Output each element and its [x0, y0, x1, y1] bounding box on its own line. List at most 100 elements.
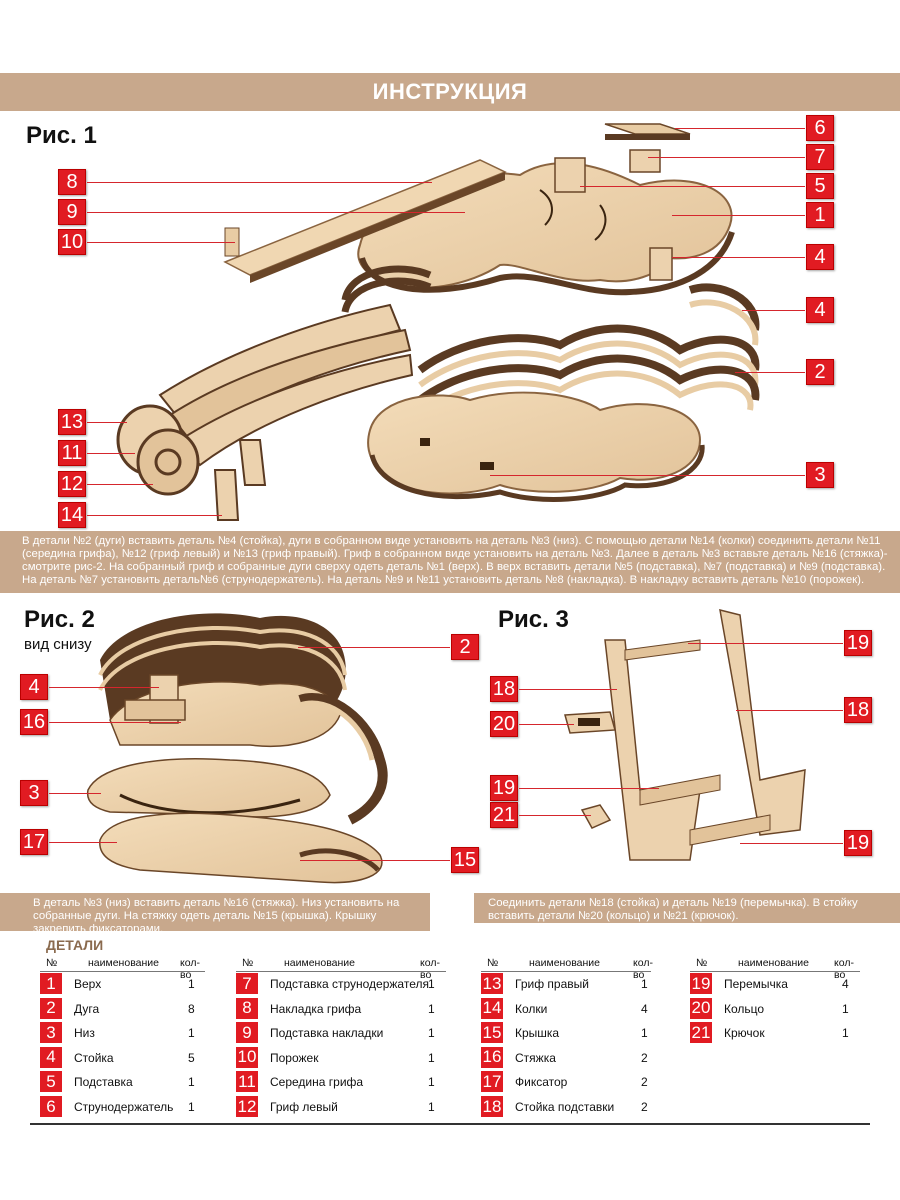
- part-name: Кольцо: [724, 1001, 765, 1016]
- leader-line: [87, 242, 235, 243]
- callout-part-3: 3: [806, 462, 834, 488]
- parts-header: № наименование кол-во: [690, 955, 860, 981]
- part-name: Накладка грифа: [270, 1001, 362, 1016]
- part-number-badge: 1: [40, 973, 62, 994]
- leader-line: [87, 422, 127, 423]
- part-name: Перемычка: [724, 977, 788, 991]
- leader-line: [49, 793, 101, 794]
- parts-header-rule: [40, 971, 205, 972]
- part-number-badge: 5: [40, 1071, 62, 1093]
- parts-row: 1 Верх 1: [40, 973, 205, 995]
- callout-part-11: 11: [58, 440, 86, 466]
- leader-line: [519, 815, 591, 816]
- fingerboard-part: [223, 159, 507, 283]
- parts-header-name: наименование: [738, 957, 810, 969]
- leader-line: [87, 453, 135, 454]
- leader-line: [519, 788, 659, 789]
- part-name: Стяжка: [515, 1050, 556, 1065]
- post-part: [649, 247, 673, 281]
- neck-assembly: [116, 303, 414, 521]
- part-quantity: 1: [428, 1050, 435, 1065]
- bridge-support-part: [629, 149, 661, 173]
- part-name: Порожек: [270, 1050, 319, 1065]
- leader-line: [87, 484, 153, 485]
- parts-header: № наименование кол-во: [236, 955, 446, 981]
- part-quantity: 1: [188, 977, 195, 991]
- part-number-badge: 2: [40, 997, 62, 1019]
- parts-header-qty: кол-во: [834, 957, 854, 981]
- part-quantity: 2: [641, 1100, 648, 1114]
- part-number-badge: 13: [481, 973, 503, 994]
- parts-header-qty: кол-во: [633, 957, 653, 981]
- parts-header-num: №: [487, 957, 499, 969]
- figure-2-label: Рис. 2: [24, 606, 95, 633]
- figure-3-description: Соединить детали №18 (стойка) и деталь №…: [474, 893, 900, 923]
- callout-part-4b: 4: [806, 297, 834, 323]
- callout-part-6: 6: [806, 115, 834, 141]
- parts-header-num: №: [46, 957, 58, 969]
- leader-line: [49, 842, 117, 843]
- callout-part-19c: 19: [844, 830, 872, 856]
- leader-line: [648, 157, 805, 158]
- parts-header-num: №: [696, 957, 708, 969]
- callout-part-18: 18: [490, 676, 518, 702]
- leader-line: [300, 860, 450, 861]
- underside-assembly: [86, 613, 388, 884]
- part-name: Верх: [74, 977, 102, 991]
- leader-line: [735, 372, 805, 373]
- leader-line: [672, 215, 805, 216]
- part-name: Подставка: [74, 1075, 133, 1090]
- leader-line: [49, 687, 159, 688]
- part-number-badge: 17: [481, 1071, 503, 1093]
- part-number-badge: 20: [690, 997, 712, 1019]
- part-number-badge: 21: [690, 1022, 712, 1044]
- figure-3-label: Рис. 3: [498, 606, 569, 633]
- parts-header-rule: [236, 971, 446, 972]
- parts-title: ДЕТАЛИ: [46, 937, 104, 953]
- part-name: Стойка: [74, 1050, 114, 1065]
- leader-line: [736, 710, 843, 711]
- callout-part-9: 9: [58, 199, 86, 225]
- callout-part-19b: 19: [490, 775, 518, 801]
- part-quantity: 8: [188, 1001, 195, 1016]
- part-quantity: 1: [188, 1100, 195, 1114]
- part-quantity: 1: [428, 1001, 435, 1016]
- part-quantity: 1: [428, 1100, 435, 1114]
- part-name: Дуга: [74, 1001, 100, 1016]
- part-number-badge: 12: [236, 1096, 258, 1117]
- parts-header-qty: кол-во: [420, 957, 440, 981]
- part-quantity: 1: [188, 1075, 195, 1090]
- part-number-badge: 18: [481, 1096, 503, 1117]
- tailpiece-part: [604, 123, 691, 135]
- leader-line: [742, 310, 805, 311]
- callout-part-4: 4: [20, 674, 48, 700]
- figure-1-label: Рис. 1: [26, 122, 97, 149]
- part-quantity: 1: [188, 1026, 195, 1041]
- parts-header-num: №: [242, 957, 254, 969]
- callout-part-3: 3: [20, 780, 48, 806]
- callout-part-20: 20: [490, 711, 518, 737]
- parts-header-name: наименование: [284, 957, 356, 969]
- parts-header-rule: [690, 971, 860, 972]
- part-quantity: 1: [842, 1026, 849, 1041]
- part-name: Колки: [515, 1001, 548, 1016]
- violin-bottom-part: [367, 391, 705, 502]
- part-number-badge: 3: [40, 1022, 62, 1044]
- tailpiece-edge: [605, 134, 690, 140]
